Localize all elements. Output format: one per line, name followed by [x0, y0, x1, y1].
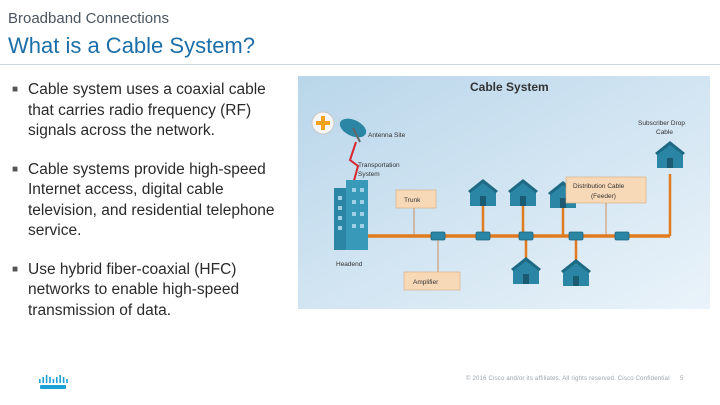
label-distribution-line1: Distribution Cable [573, 183, 625, 190]
satellite-dish-icon [339, 118, 367, 143]
cisco-logo-icon [39, 375, 68, 389]
bullet-list: ■ Cable system uses a coaxial cable that … [12, 80, 292, 339]
amplifier-icon [475, 231, 491, 241]
amplifier-icon [430, 231, 446, 241]
bullet-marker-icon: ■ [12, 84, 19, 95]
label-headend: Headend [336, 261, 363, 268]
amplifier-label-box [403, 271, 461, 291]
label-amplifier: Amplifier [413, 279, 439, 286]
headend-building-icon [334, 180, 368, 250]
title-divider [0, 64, 720, 65]
label-transportation-line2: System [358, 171, 380, 178]
label-transportation-line1: Transportation [358, 162, 400, 169]
label-subscriber-line2: Cable [656, 129, 673, 136]
transport-link-icon [348, 141, 360, 189]
page-title: What is a Cable System? [8, 33, 255, 58]
label-antenna-site: Antenna Site [368, 132, 406, 139]
bullet-marker-icon: ■ [12, 163, 19, 175]
bullet-item: ■ Cable system uses a coaxial cable that … [12, 80, 292, 142]
zoom-plus-icon[interactable] [311, 111, 335, 135]
diagram-title: Cable System [470, 80, 549, 94]
section-kicker: Broadband Connections [8, 10, 169, 27]
bullet-text: Use hybrid fiber-coaxial (HFC) networks … [28, 260, 240, 319]
label-trunk: Trunk [404, 197, 421, 204]
bullet-item: ■ Cable systems provide high-speed Intern… [12, 160, 292, 242]
distribution-cable-label-box [565, 176, 647, 204]
bullet-marker-icon: ■ [12, 263, 19, 275]
cable-system-diagram: Cable System Antenna Site Transportation… [298, 76, 710, 309]
label-subscriber-line1: Subscriber Drop [638, 120, 685, 127]
page-number: 5 [680, 376, 684, 382]
bullet-text: Cable system uses a coaxial cable that c… [28, 81, 266, 139]
bullet-item: ■ Use hybrid fiber-coaxial (HFC) networks… [12, 260, 292, 322]
label-distribution-line2: (Feeder) [591, 193, 616, 200]
footer-copyright: © 2016 Cisco and/or its affiliates. All … [466, 376, 670, 382]
amplifier-icon [568, 231, 584, 241]
trunk-label-box [395, 189, 437, 209]
amplifier-icon [518, 231, 534, 241]
bullet-text: Cable systems provide high-speed Interne… [28, 160, 275, 240]
amplifier-icon [614, 231, 630, 241]
